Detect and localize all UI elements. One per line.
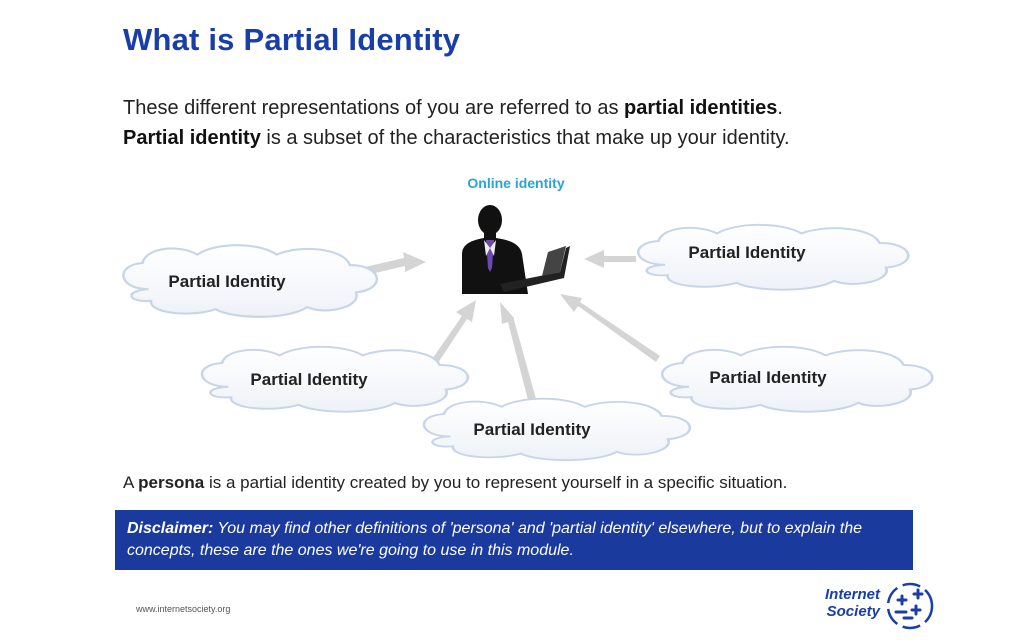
term-partial-identities: partial identities (624, 97, 778, 119)
persona-definition: A persona is a partial identity created … (123, 473, 788, 492)
arrow-from-bottom-left-cloud (430, 300, 476, 366)
cloud-label-left: Partial Identity (168, 272, 286, 291)
cloud-label-bottom-left: Partial Identity (250, 370, 368, 389)
online-identity-label: Online identity (467, 175, 565, 191)
intro-line-1: These different representations of you a… (123, 97, 783, 119)
footer-url: www.internetsociety.org (136, 604, 231, 614)
logo-wordmark: Internet Society (824, 586, 880, 620)
arrow-from-bottom-cloud (500, 302, 538, 408)
disclaimer-label: Disclaimer: (127, 520, 214, 537)
arrow-from-bottom-right-cloud (560, 294, 660, 362)
internet-society-logo: Internet Society (800, 578, 940, 634)
cloud-label-right-top: Partial Identity (688, 243, 806, 262)
cloud-label-bottom-right: Partial Identity (709, 368, 827, 387)
disclaimer-text: You may find other definitions of 'perso… (127, 520, 863, 559)
disclaimer-box: Disclaimer: You may find other definitio… (115, 510, 913, 570)
globe-icon (886, 582, 934, 630)
term-partial-identity: Partial identity (123, 127, 261, 149)
intro-text: These different representations of you a… (123, 93, 983, 153)
arrow-from-right-top-cloud (584, 250, 636, 268)
slide-title: What is Partial Identity (123, 22, 461, 57)
intro-line-2: Partial identity is a subset of the char… (123, 127, 790, 149)
person-laptop-icon (462, 205, 570, 294)
cloud-label-bottom: Partial Identity (473, 420, 591, 439)
term-persona: persona (138, 473, 205, 492)
